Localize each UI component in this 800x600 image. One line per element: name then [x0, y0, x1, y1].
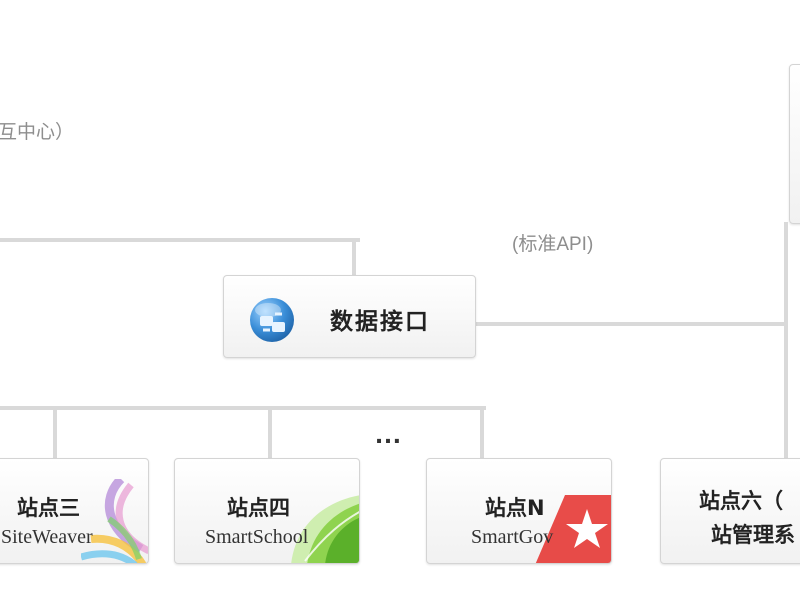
- red-star-logo: [535, 495, 611, 563]
- connector-right-horizontal: [476, 322, 788, 326]
- connector-bottom-horizontal: [0, 406, 486, 410]
- ellipsis-label: …: [374, 418, 404, 449]
- site-three-subtitle: SiteWeaver: [1, 526, 93, 548]
- site-six-title: 站点六（: [699, 489, 783, 513]
- data-interface-title: 数据接口: [330, 309, 430, 335]
- connector-drop-1: [53, 406, 57, 458]
- green-leaf-logo: [285, 495, 359, 563]
- connector-drop-2: [268, 406, 272, 458]
- connector-right-panel: [784, 222, 788, 322]
- site-node-smartschool[interactable]: 站点四 SmartSchool: [174, 458, 360, 564]
- top-left-label: 互中心）: [0, 122, 75, 143]
- connector-drop-3: [480, 406, 484, 458]
- site-n-subtitle: SmartGov: [471, 526, 554, 548]
- connector-right-drop: [784, 322, 788, 460]
- connector-top-horizontal: [0, 238, 360, 242]
- site-node-siteweaver[interactable]: 站点三 SiteWeaver: [0, 458, 149, 564]
- connector-top-drop: [352, 238, 356, 278]
- site-n-title: 站点N: [485, 496, 545, 520]
- site-three-title: 站点三: [17, 496, 80, 520]
- site-node-six[interactable]: 站点六（ 站管理系: [660, 458, 800, 564]
- data-interface-node[interactable]: 数据接口: [223, 275, 476, 358]
- data-interface-icon: [248, 296, 296, 344]
- site-four-subtitle: SmartSchool: [205, 526, 309, 548]
- colorful-swirl-logo: [79, 475, 148, 563]
- api-note-label: (标准API): [512, 234, 594, 255]
- site-six-subtitle: 站管理系: [711, 523, 795, 547]
- site-four-title: 站点四: [227, 496, 290, 520]
- site-node-smartgov[interactable]: 站点N SmartGov: [426, 458, 612, 564]
- right-edge-panel: [789, 64, 800, 224]
